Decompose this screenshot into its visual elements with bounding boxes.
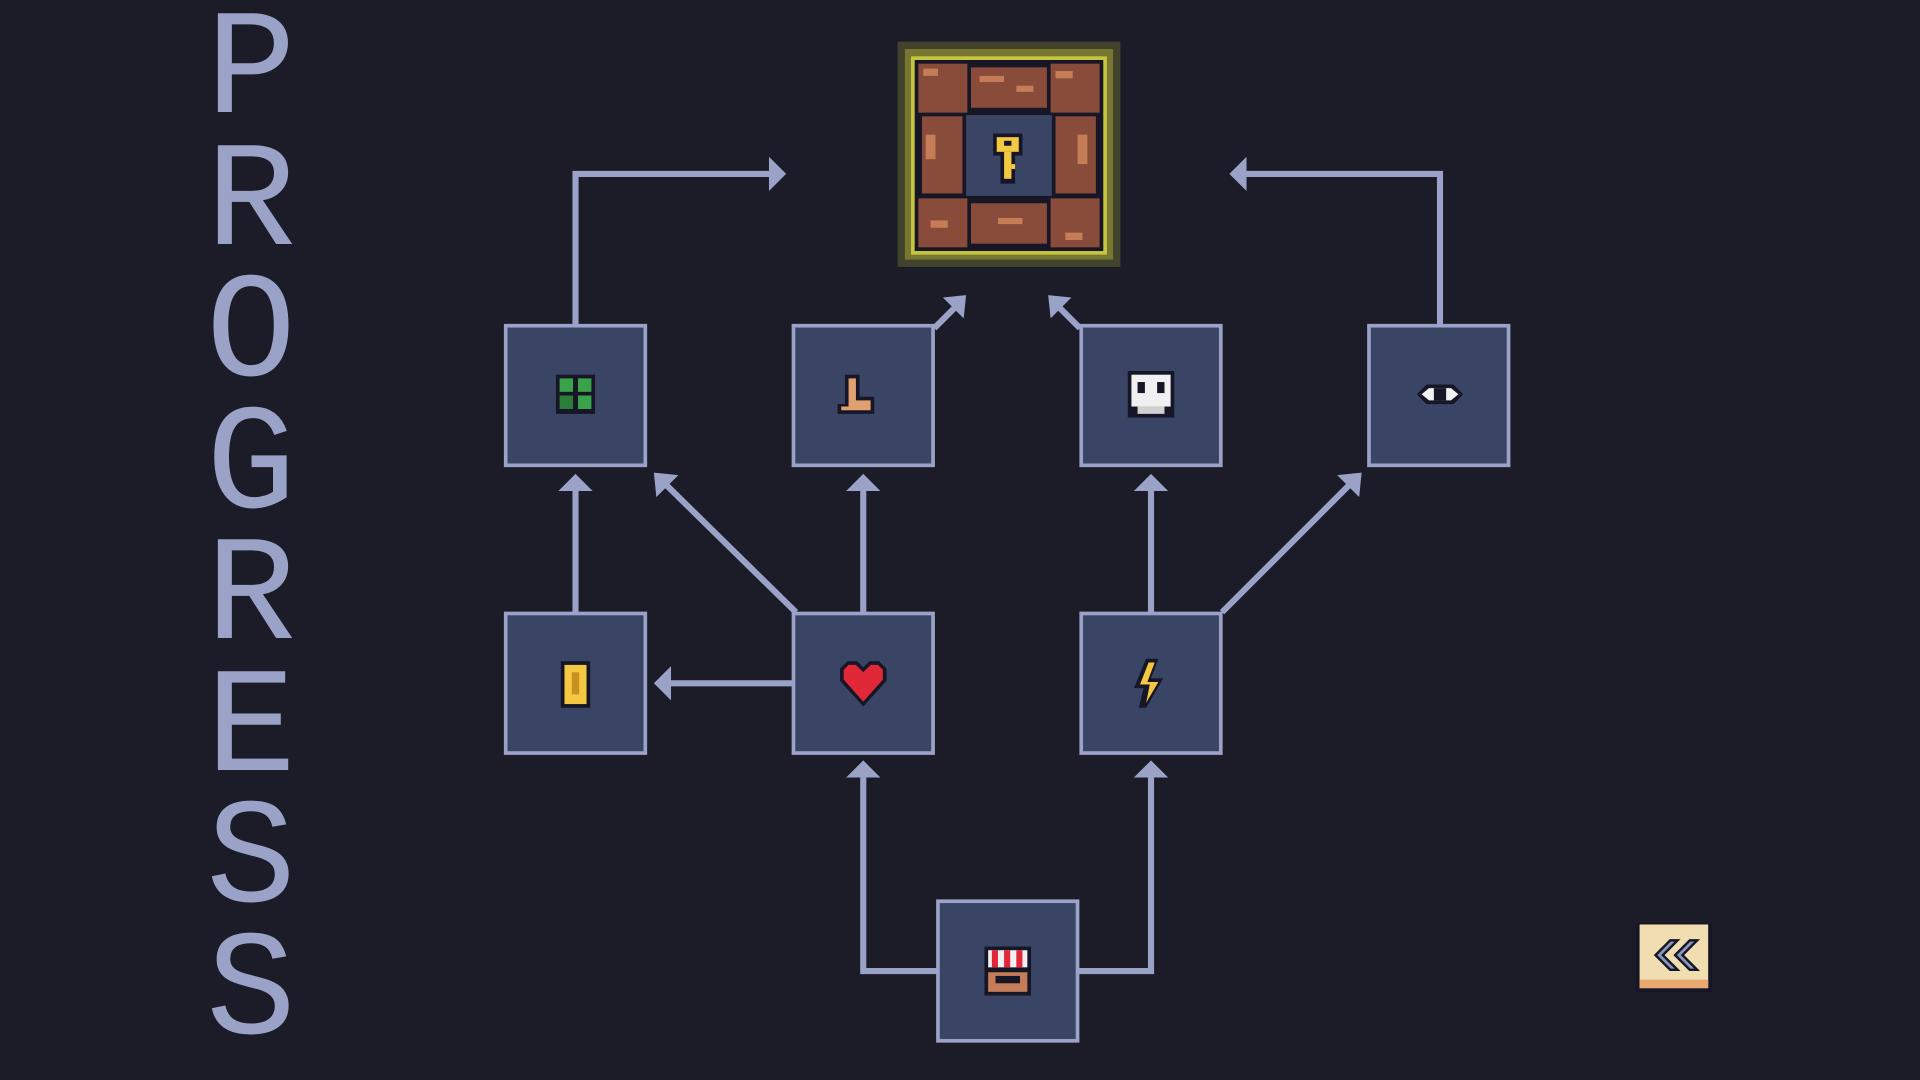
node-shop[interactable]: [936, 899, 1080, 1043]
edge-energy-vision: [1219, 480, 1355, 615]
coin-icon: [560, 661, 591, 708]
double-chevron-left-icon: [1653, 939, 1701, 972]
arrowhead: [942, 295, 967, 319]
page-title: PROGRESS: [206, 0, 297, 1079]
edge-shop-health: [860, 773, 937, 975]
node-health[interactable]: [791, 611, 935, 755]
arrowhead: [846, 760, 881, 778]
heart-icon: [840, 661, 887, 707]
eye-icon: [1416, 384, 1464, 405]
arrowhead: [1048, 295, 1072, 319]
key-icon: [993, 133, 1023, 184]
goal-node[interactable]: [897, 41, 1121, 267]
arrowhead: [1337, 472, 1362, 498]
edge-death-goal: [1054, 302, 1083, 331]
arrowhead: [653, 472, 679, 498]
skull-icon: [1127, 371, 1175, 418]
flexed-arm-icon: [837, 374, 875, 414]
edge-luck-goal: [572, 170, 772, 325]
node-energy[interactable]: [1079, 611, 1223, 755]
edges: [558, 156, 1444, 975]
node-death[interactable]: [1079, 323, 1223, 468]
node-luck[interactable]: [503, 323, 648, 468]
node-gold[interactable]: [503, 611, 648, 755]
node-strength[interactable]: [791, 323, 935, 468]
edge-strength-goal: [932, 302, 960, 331]
arrowhead: [846, 473, 881, 492]
edge-vision-goal: [1244, 170, 1444, 325]
arrowhead: [653, 666, 672, 701]
arrowhead: [768, 156, 787, 192]
arrowhead: [1133, 473, 1169, 492]
arrowhead: [1229, 156, 1247, 192]
node-vision[interactable]: [1367, 323, 1511, 468]
clover-icon: [555, 374, 596, 414]
arrowhead: [1133, 760, 1169, 778]
shop-icon: [984, 946, 1032, 996]
back-button[interactable]: [1635, 923, 1712, 992]
edge-health-luck: [661, 480, 799, 615]
lightning-icon: [1133, 658, 1164, 708]
arrowhead: [558, 473, 593, 492]
edge-shop-energy: [1078, 773, 1155, 975]
